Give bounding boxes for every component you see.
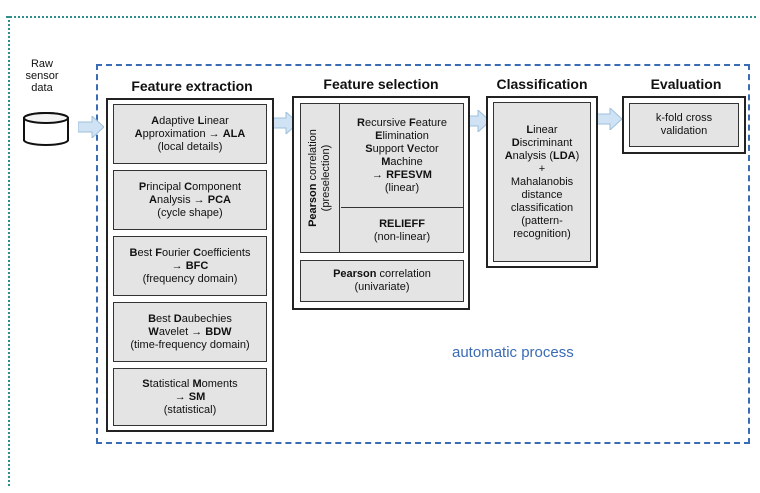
feature-extraction-title: Feature extraction <box>131 78 253 94</box>
outer-dotted-border-left <box>8 16 10 486</box>
feature-selection-title: Feature selection <box>323 76 439 92</box>
evaluation-title: Evaluation <box>650 76 722 92</box>
pearson-univariate-box: Pearson correlation (univariate) <box>300 260 464 302</box>
bdw-box: Best Daubechies Wavelet → BDW (time-freq… <box>113 302 267 362</box>
ala-box: Adaptive Linear Approximation → ALA (loc… <box>113 104 267 164</box>
bfc-box: Best Fourier Coefficients → BFC (frequen… <box>113 236 267 296</box>
flow-arrow-4 <box>596 108 622 130</box>
automatic-process-frame <box>96 64 750 444</box>
flow-arrow-1 <box>78 116 104 138</box>
relieff-box: RELIEFF (non-linear) <box>341 209 463 252</box>
kfold-box: k-fold cross validation <box>629 103 739 147</box>
rfesvm-box: Recursive Feature Elimination Support Ve… <box>341 104 463 208</box>
database-icon <box>23 112 69 146</box>
raw-sensor-data-label: Raw sensor data <box>25 58 59 94</box>
automatic-process-label: automatic process <box>452 344 574 361</box>
pca-box: Principal Component Analysis → PCA (cycl… <box>113 170 267 230</box>
classification-title: Classification <box>496 76 588 92</box>
lda-box: Linear Discriminant Analysis (LDA) + Mah… <box>493 102 591 262</box>
pearson-preselection-label-cell: Pearson correlation (preselection) <box>300 103 340 253</box>
pearson-preselection-label: Pearson correlation (preselection) <box>306 129 332 227</box>
outer-dotted-border-top <box>6 16 756 18</box>
sm-box: Statistical Moments → SM (statistical) <box>113 368 267 426</box>
